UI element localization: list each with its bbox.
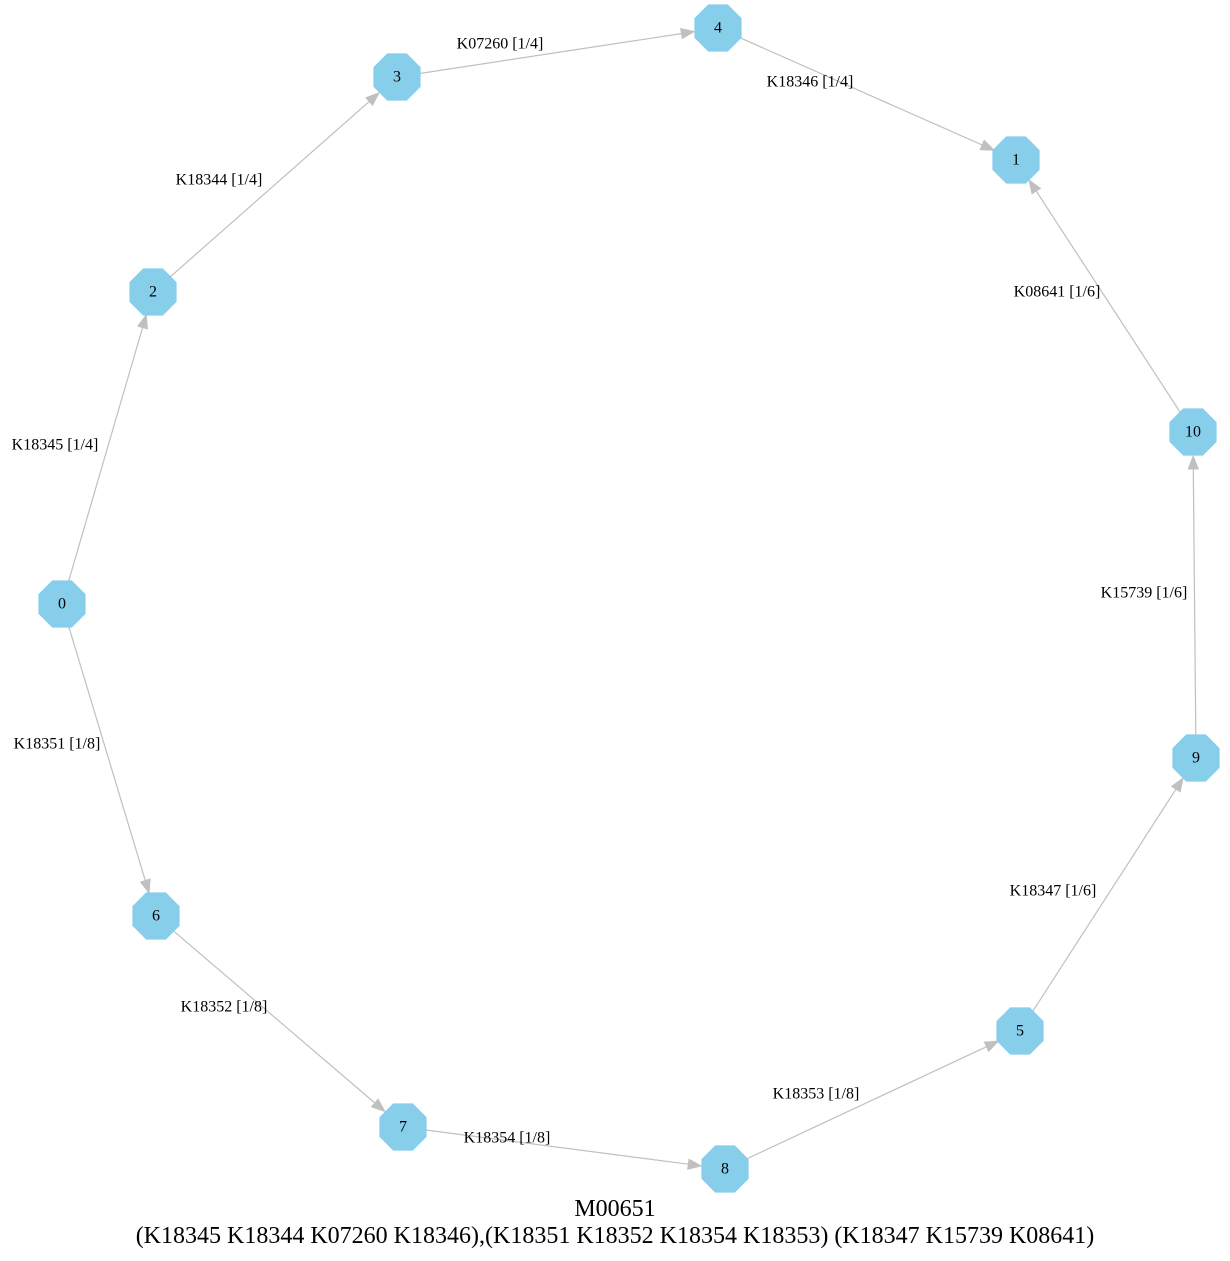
node-octagon [694, 4, 742, 52]
edge-9-10: K15739 [1/6] [1101, 454, 1200, 736]
node-5: 5 [996, 1007, 1044, 1055]
node-label: 1 [1012, 152, 1020, 169]
nodes-layer: 0 1 2 3 4 5 6 7 8 9 10 [38, 4, 1220, 1193]
node-octagon [132, 892, 180, 940]
arrowhead [1187, 454, 1200, 470]
node-label: 5 [1016, 1023, 1024, 1040]
diagram-title: M00651 [574, 1196, 656, 1222]
edge-line [173, 930, 376, 1104]
edge-label: K08641 [1/6] [1014, 284, 1101, 301]
node-3: 3 [373, 53, 421, 101]
node-7: 7 [379, 1103, 427, 1151]
edge-0-6: K18351 [1/8] [14, 625, 151, 895]
node-octagon [1172, 734, 1220, 782]
edges-layer: K18345 [1/4] K18344 [1/4] K07260 [1/4] K183… [12, 27, 1200, 1170]
node-label: 0 [58, 596, 66, 613]
edge-line [738, 36, 983, 146]
arrowhead [983, 1040, 1000, 1053]
edge-label: K18351 [1/8] [14, 736, 101, 753]
node-octagon [992, 136, 1040, 184]
edge-0-2: K18345 [1/4] [12, 313, 148, 583]
node-8: 8 [701, 1145, 749, 1193]
node-label: 6 [152, 908, 160, 925]
edge-line [1192, 468, 1197, 736]
node-2: 2 [129, 268, 177, 316]
edge-line [67, 327, 144, 583]
arrowhead [1028, 178, 1042, 195]
edge-2-3: K18344 [1/4] [169, 91, 381, 278]
node-label: 2 [149, 284, 157, 301]
arrowhead [680, 27, 696, 40]
arrowhead [365, 91, 381, 107]
edge-label: K18353 [1/8] [773, 1086, 860, 1103]
arrowhead [370, 1098, 386, 1113]
edge-line [169, 101, 370, 278]
edge-label: K18345 [1/4] [12, 437, 99, 454]
node-4: 4 [694, 4, 742, 52]
edge-line [68, 625, 146, 881]
node-label: 10 [1185, 424, 1201, 441]
node-octagon [701, 1145, 749, 1193]
arrowhead [1170, 777, 1184, 793]
edge-label: K18344 [1/4] [176, 172, 263, 189]
edge-3-4: K07260 [1/4] [419, 27, 696, 75]
edge-4-1: K18346 [1/4] [738, 36, 996, 151]
edge-label: K18352 [1/8] [181, 999, 268, 1016]
edge-label: K15739 [1/6] [1101, 585, 1188, 602]
arrowhead [139, 878, 151, 895]
edge-line [425, 1129, 689, 1165]
arrowhead [979, 139, 996, 151]
node-6: 6 [132, 892, 180, 940]
edge-10-1: K08641 [1/6] [1014, 178, 1182, 414]
node-10: 10 [1169, 408, 1217, 456]
node-label: 8 [721, 1161, 729, 1178]
diagram-formula: (K18345 K18344 K07260 K18346),(K18351 K1… [135, 1223, 1095, 1249]
node-label: 4 [714, 20, 722, 37]
edge-7-8: K18354 [1/8] [425, 1129, 703, 1170]
edge-label: K07260 [1/4] [457, 36, 544, 53]
edge-line [1035, 190, 1182, 414]
node-label: 7 [399, 1119, 407, 1136]
node-octagon [129, 268, 177, 316]
edge-line [1031, 788, 1177, 1013]
node-0: 0 [38, 580, 86, 628]
edge-6-7: K18352 [1/8] [173, 930, 386, 1113]
edge-label: K18354 [1/8] [464, 1130, 551, 1147]
arrowhead [136, 313, 148, 330]
node-octagon [1169, 408, 1217, 456]
edge-5-9: K18347 [1/6] [1010, 777, 1184, 1013]
edge-line [745, 1046, 987, 1160]
arrowhead [687, 1158, 703, 1170]
node-label: 3 [393, 69, 401, 86]
node-octagon [373, 53, 421, 101]
edge-line [419, 33, 682, 75]
edge-label: K18347 [1/6] [1010, 883, 1097, 900]
node-octagon [996, 1007, 1044, 1055]
node-9: 9 [1172, 734, 1220, 782]
node-octagon [38, 580, 86, 628]
node-label: 9 [1192, 750, 1200, 767]
node-1: 1 [992, 136, 1040, 184]
node-octagon [379, 1103, 427, 1151]
edge-label: K18346 [1/4] [767, 74, 854, 91]
edge-8-5: K18353 [1/8] [745, 1040, 1000, 1160]
